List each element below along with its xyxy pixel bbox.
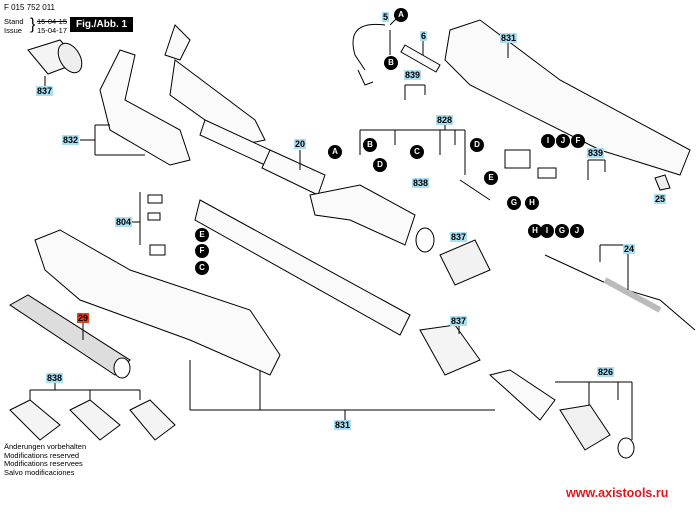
figure-label: Fig./Abb. 1 bbox=[70, 17, 134, 32]
connector-marker-d: D bbox=[373, 158, 387, 172]
part-label-25[interactable]: 25 bbox=[654, 194, 667, 204]
connector-marker-j: J bbox=[556, 134, 570, 148]
switch-804 bbox=[132, 192, 166, 256]
header-dates: 15-04-15 15-04-17 bbox=[37, 17, 67, 35]
long-tube bbox=[194, 199, 411, 336]
part-label-826[interactable]: 826 bbox=[597, 367, 615, 377]
cap-837-top-left bbox=[27, 39, 83, 88]
part-label-6[interactable]: 6 bbox=[420, 31, 428, 41]
part-label-20[interactable]: 20 bbox=[294, 139, 307, 149]
part-label-837[interactable]: 837 bbox=[36, 86, 54, 96]
part-label-837-lower[interactable]: 837 bbox=[450, 316, 468, 326]
connector-marker-a: A bbox=[394, 8, 408, 22]
housing-831-top bbox=[444, 19, 691, 176]
header-part-code: F 015 752 011 bbox=[4, 3, 56, 12]
footer-notes: Änderungen vorbehalten Modifications res… bbox=[4, 442, 87, 477]
part-label-29[interactable]: 29 bbox=[77, 313, 90, 323]
note-line: Salvo modificaciones bbox=[4, 467, 75, 477]
main-housing-lower bbox=[34, 229, 495, 420]
nozzle-set-838 bbox=[9, 383, 176, 441]
note-line: Modifications reserved bbox=[4, 450, 80, 460]
part-label-5[interactable]: 5 bbox=[382, 12, 390, 22]
tube-20 bbox=[199, 119, 326, 196]
part-label-837-middle[interactable]: 837 bbox=[450, 232, 468, 242]
connector-marker-b: B bbox=[384, 56, 398, 70]
connector-marker-g: G bbox=[555, 224, 569, 238]
part-label-838-bottom[interactable]: 838 bbox=[46, 373, 64, 383]
connector-marker-a: A bbox=[328, 145, 342, 159]
connector-marker-g: G bbox=[507, 196, 521, 210]
part-label-832[interactable]: 832 bbox=[62, 135, 80, 145]
connector-marker-b: B bbox=[363, 138, 377, 152]
screw-set-839-right bbox=[587, 159, 671, 191]
connector-marker-c: C bbox=[195, 261, 209, 275]
connector-set-828 bbox=[359, 123, 557, 201]
part-label-831-bottom[interactable]: 831 bbox=[334, 420, 352, 430]
part-label-839-top[interactable]: 839 bbox=[404, 70, 422, 80]
note-line: Änderungen vorbehalten bbox=[4, 442, 87, 451]
connector-marker-j: J bbox=[570, 224, 584, 238]
part-label-831-top[interactable]: 831 bbox=[500, 33, 518, 43]
connector-marker-d: D bbox=[470, 138, 484, 152]
issue-label: Issue bbox=[4, 26, 22, 35]
fan-set-826 bbox=[488, 369, 635, 459]
nozzle-assembly-middle bbox=[309, 184, 491, 286]
connector-marker-h: H bbox=[525, 196, 539, 210]
part-label-24[interactable]: 24 bbox=[623, 244, 636, 254]
nozzle-837-lower bbox=[419, 324, 481, 376]
heat-tube-29 bbox=[9, 294, 131, 379]
connector-marker-c: C bbox=[410, 145, 424, 159]
connector-marker-e: E bbox=[195, 228, 209, 242]
part-label-839-right[interactable]: 839 bbox=[587, 148, 605, 158]
connector-marker-f: F bbox=[195, 244, 209, 258]
screw-set-839-top bbox=[404, 84, 426, 100]
stand-label: Stand bbox=[4, 17, 24, 26]
connector-marker-e: E bbox=[484, 171, 498, 185]
date-old: 15-04-15 bbox=[37, 17, 68, 26]
note-line: Modifications reservees bbox=[4, 459, 83, 468]
date-new: 15-04-17 bbox=[37, 26, 68, 35]
watermark-link[interactable]: www.axistools.ru bbox=[566, 486, 669, 500]
brace-symbol: } bbox=[30, 16, 36, 33]
connector-marker-i: I bbox=[540, 224, 554, 238]
connector-marker-h: H bbox=[528, 224, 542, 238]
part-label-838-middle[interactable]: 838 bbox=[412, 178, 430, 188]
handle-832 bbox=[80, 24, 191, 166]
header-stand-issue: Stand Issue bbox=[4, 17, 24, 35]
power-cord-5 bbox=[352, 14, 401, 86]
connector-marker-i: I bbox=[541, 134, 555, 148]
heating-element-24 bbox=[544, 244, 696, 331]
part-label-828[interactable]: 828 bbox=[436, 115, 454, 125]
part-label-804[interactable]: 804 bbox=[115, 217, 133, 227]
connector-marker-f: F bbox=[571, 134, 585, 148]
tube-6 bbox=[400, 40, 441, 73]
